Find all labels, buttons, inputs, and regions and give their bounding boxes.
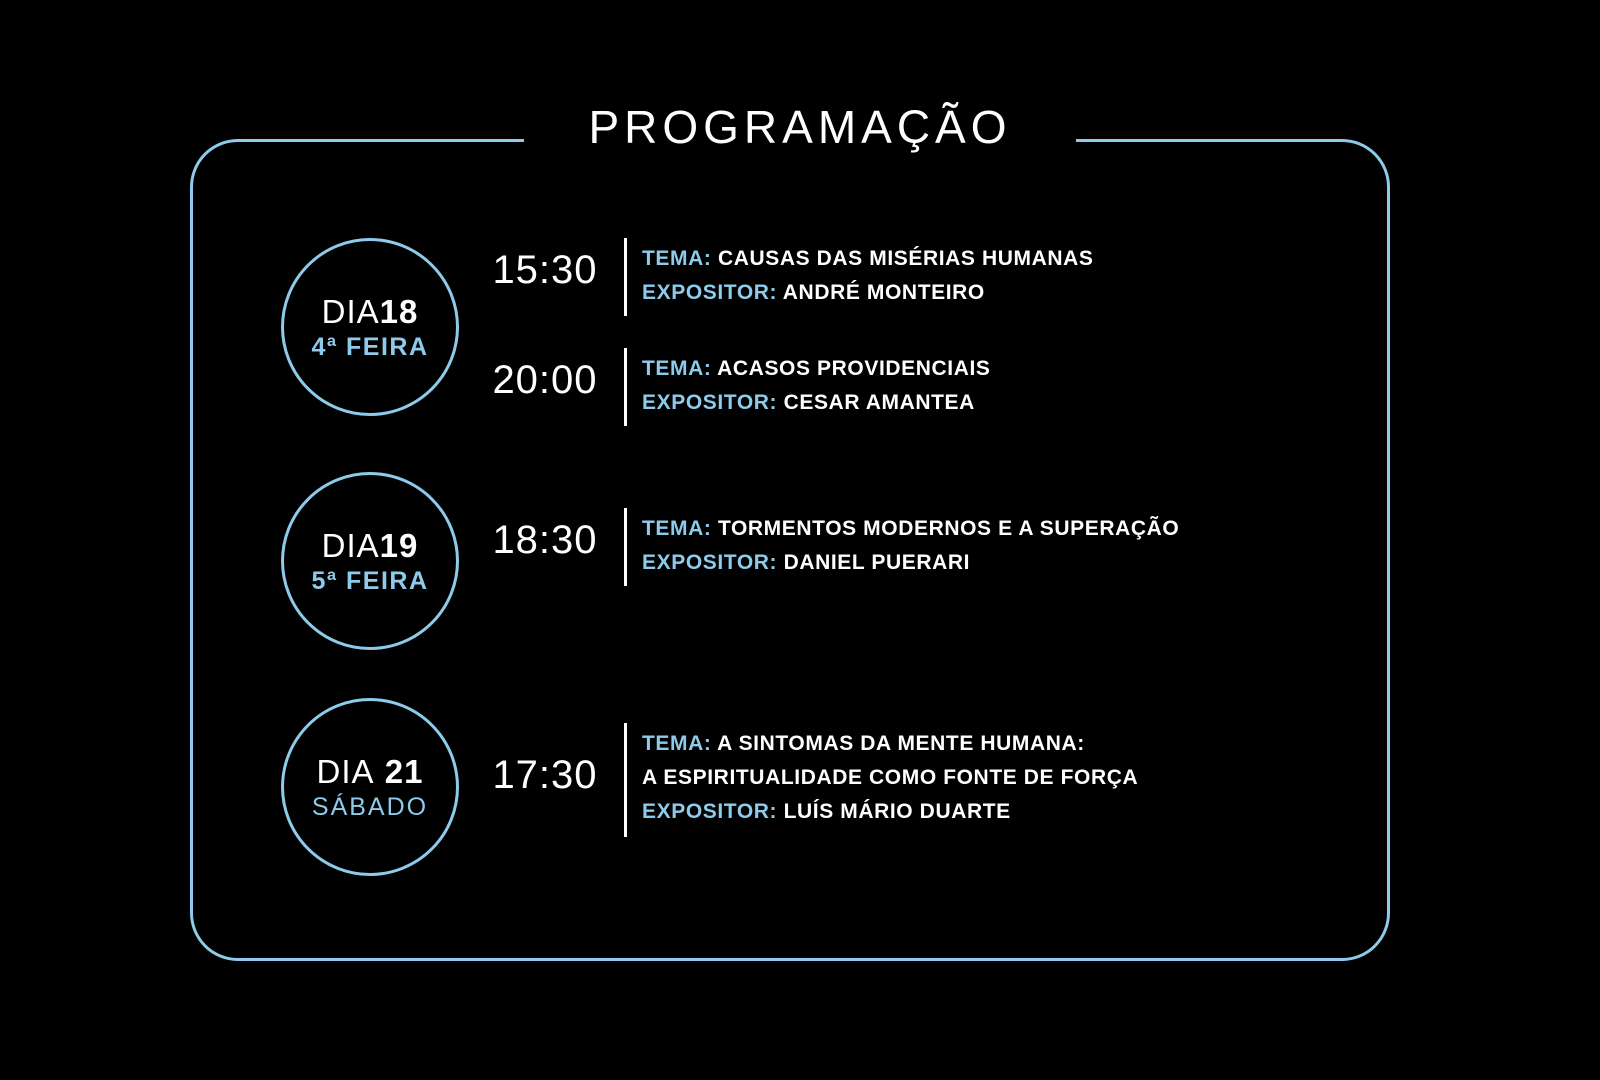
expositor-value: LUÍS MÁRIO DUARTE bbox=[783, 800, 1011, 823]
session-time: 17:30 bbox=[492, 753, 598, 797]
session-expositor-line: EXPOSITOR: DANIEL PUERARI bbox=[642, 546, 1382, 580]
session-details: TEMA: CAUSAS DAS MISÉRIAS HUMANAS EXPOSI… bbox=[642, 242, 1382, 310]
session-expositor-line: EXPOSITOR: CESAR AMANTEA bbox=[642, 386, 1382, 420]
day-prefix-label: DIA bbox=[316, 752, 375, 790]
day-badge-18[interactable]: DIA18 4ª FEIRA bbox=[281, 238, 459, 416]
day-badge-main: DIA19 bbox=[322, 529, 419, 562]
tema-label: TEMA: bbox=[642, 732, 712, 755]
session-time: 20:00 bbox=[492, 358, 598, 402]
day-weekday-label: 5ª FEIRA bbox=[311, 566, 429, 595]
tema-value: CAUSAS DAS MISÉRIAS HUMANAS bbox=[717, 247, 1094, 270]
day-weekday-label: SÁBADO bbox=[311, 792, 429, 821]
session-expositor-line: EXPOSITOR: LUÍS MÁRIO DUARTE bbox=[642, 795, 1382, 829]
schedule-list: DIA18 4ª FEIRA 15:30 TEMA: CAUSAS DAS MI… bbox=[190, 139, 1390, 961]
expositor-label: EXPOSITOR: bbox=[642, 551, 778, 574]
session-divider-rule bbox=[624, 508, 627, 586]
expositor-value: DANIEL PUERARI bbox=[783, 551, 971, 574]
session-tema-line: TEMA: ACASOS PROVIDENCIAIS bbox=[642, 352, 1382, 386]
tema-value-continued: A ESPIRITUALIDADE COMO FONTE DE FORÇA bbox=[642, 766, 1139, 789]
day-badge-main: DIA18 bbox=[322, 295, 419, 328]
session-details: TEMA: A SINTOMAS DA MENTE HUMANA: A ESPI… bbox=[642, 727, 1382, 829]
session-row: 18:30 TEMA: TORMENTOS MODERNOS E A SUPER… bbox=[190, 504, 1390, 614]
session-row: 20:00 TEMA: ACASOS PROVIDENCIAIS EXPOSIT… bbox=[190, 344, 1390, 454]
session-row: 15:30 TEMA: CAUSAS DAS MISÉRIAS HUMANAS … bbox=[190, 234, 1390, 344]
expositor-label: EXPOSITOR: bbox=[642, 281, 778, 304]
day-badge-19[interactable]: DIA19 5ª FEIRA bbox=[281, 472, 459, 650]
expositor-value: CESAR AMANTEA bbox=[783, 391, 975, 414]
day-prefix-label: DIA bbox=[321, 526, 380, 564]
session-tema-line: TEMA: CAUSAS DAS MISÉRIAS HUMANAS bbox=[642, 242, 1382, 276]
day-number-label: 19 bbox=[379, 526, 419, 564]
session-tema-line-2: A ESPIRITUALIDADE COMO FONTE DE FORÇA bbox=[642, 761, 1382, 795]
page-title: PROGRAMAÇÃO bbox=[588, 101, 1012, 153]
tema-value: A SINTOMAS DA MENTE HUMANA: bbox=[717, 732, 1085, 755]
session-divider-rule bbox=[624, 348, 627, 426]
day-badge-main: DIA 21 bbox=[317, 755, 424, 788]
session-time: 18:30 bbox=[492, 518, 598, 562]
expositor-label: EXPOSITOR: bbox=[642, 391, 778, 414]
session-tema-line: TEMA: TORMENTOS MODERNOS E A SUPERAÇÃO bbox=[642, 512, 1382, 546]
session-divider-rule bbox=[624, 723, 627, 837]
session-row: 17:30 TEMA: A SINTOMAS DA MENTE HUMANA: … bbox=[190, 719, 1390, 859]
session-expositor-line: EXPOSITOR: ANDRÉ MONTEIRO bbox=[642, 276, 1382, 310]
tema-label: TEMA: bbox=[642, 517, 712, 540]
day-number-label: 21 bbox=[384, 752, 424, 790]
session-divider-rule bbox=[624, 238, 627, 316]
tema-label: TEMA: bbox=[642, 357, 712, 380]
tema-value: ACASOS PROVIDENCIAIS bbox=[717, 357, 991, 380]
day-block: DIA18 4ª FEIRA 15:30 TEMA: CAUSAS DAS MI… bbox=[190, 139, 1390, 439]
session-tema-line: TEMA: A SINTOMAS DA MENTE HUMANA: bbox=[642, 727, 1382, 761]
expositor-value: ANDRÉ MONTEIRO bbox=[782, 281, 985, 304]
expositor-label: EXPOSITOR: bbox=[642, 800, 778, 823]
day-block: DIA19 5ª FEIRA 18:30 TEMA: TORMENTOS MOD… bbox=[190, 459, 1390, 659]
session-time: 15:30 bbox=[492, 248, 598, 292]
tema-label: TEMA: bbox=[642, 247, 712, 270]
tema-value: TORMENTOS MODERNOS E A SUPERAÇÃO bbox=[717, 517, 1180, 540]
day-number-label: 18 bbox=[379, 292, 419, 330]
session-details: TEMA: ACASOS PROVIDENCIAIS EXPOSITOR: CE… bbox=[642, 352, 1382, 420]
frame-title-gap bbox=[524, 130, 1076, 152]
day-weekday-label: 4ª FEIRA bbox=[311, 332, 429, 361]
day-block: DIA 21 SÁBADO 17:30 TEMA: A SINTOMAS DA … bbox=[190, 689, 1390, 909]
day-prefix-label: DIA bbox=[321, 292, 380, 330]
session-details: TEMA: TORMENTOS MODERNOS E A SUPERAÇÃO E… bbox=[642, 512, 1382, 580]
day-badge-21[interactable]: DIA 21 SÁBADO bbox=[281, 698, 459, 876]
